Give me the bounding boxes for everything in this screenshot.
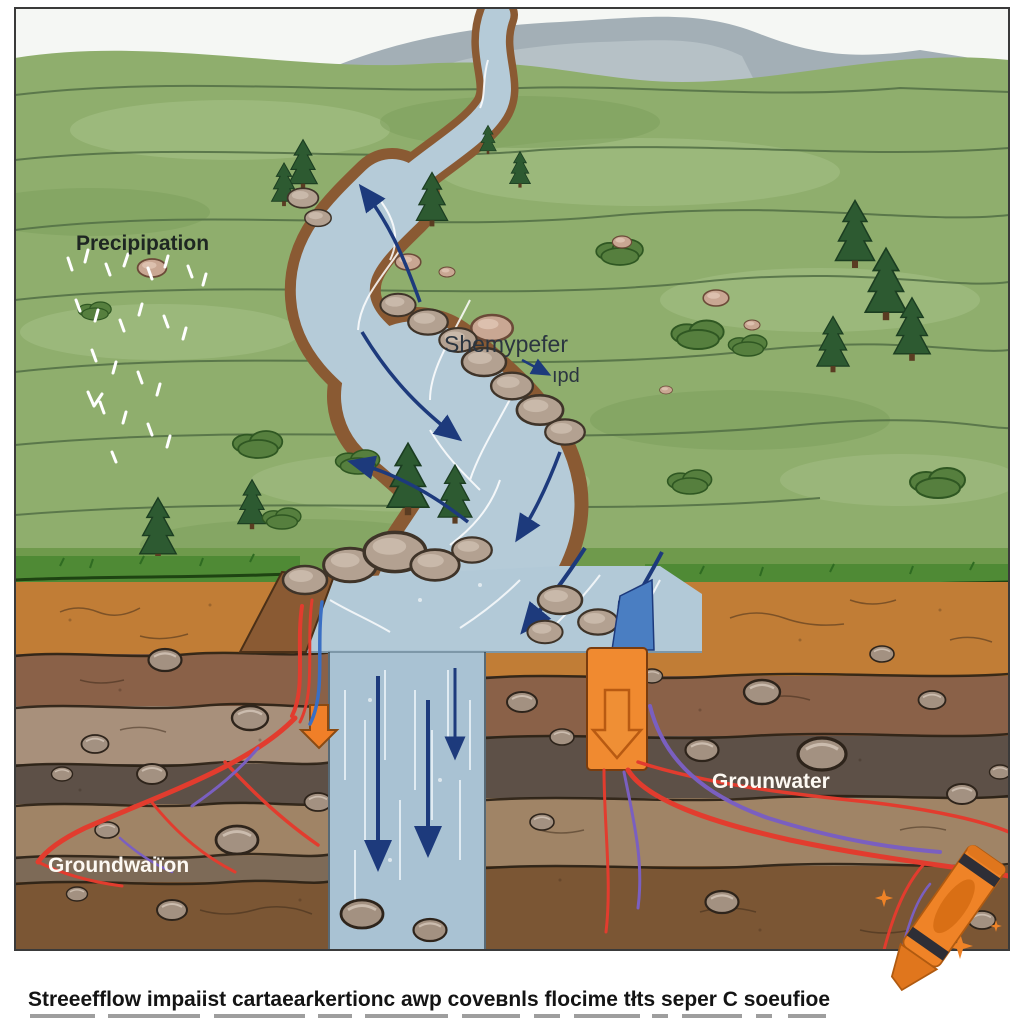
precipitation-marks bbox=[66, 248, 208, 464]
percolation-arrow-icon bbox=[298, 704, 340, 750]
illustration-border bbox=[14, 7, 1010, 951]
column-streaks bbox=[344, 670, 471, 900]
groundwater-label-left: Groundwaiïon bbox=[48, 854, 189, 877]
recharge-zone bbox=[298, 578, 655, 771]
groundwater-label-right: Grounwater bbox=[712, 770, 830, 793]
stream-flow-arrows bbox=[346, 183, 562, 543]
water-column bbox=[243, 546, 702, 950]
stream-name-label: Shemypefer bbox=[444, 331, 568, 357]
caption-block: Streeefflow impaiist cartaeaɾkertionc aw… bbox=[28, 988, 830, 1018]
blue-seep-wedge bbox=[611, 578, 655, 651]
crayon-icon bbox=[890, 845, 1006, 992]
soil-left-block bbox=[15, 582, 332, 950]
stream-name-label-2: ıpd bbox=[552, 365, 580, 387]
crayon-logo bbox=[874, 845, 1006, 992]
precipitation-label: Precipipation bbox=[76, 232, 209, 255]
caption-text: Streeefflow impaiist cartaeaɾkertionc aw… bbox=[28, 988, 830, 1011]
caption-underline-marks bbox=[30, 1014, 826, 1018]
flowlines-left bbox=[35, 598, 324, 888]
recharge-arrow-icon bbox=[590, 688, 644, 760]
